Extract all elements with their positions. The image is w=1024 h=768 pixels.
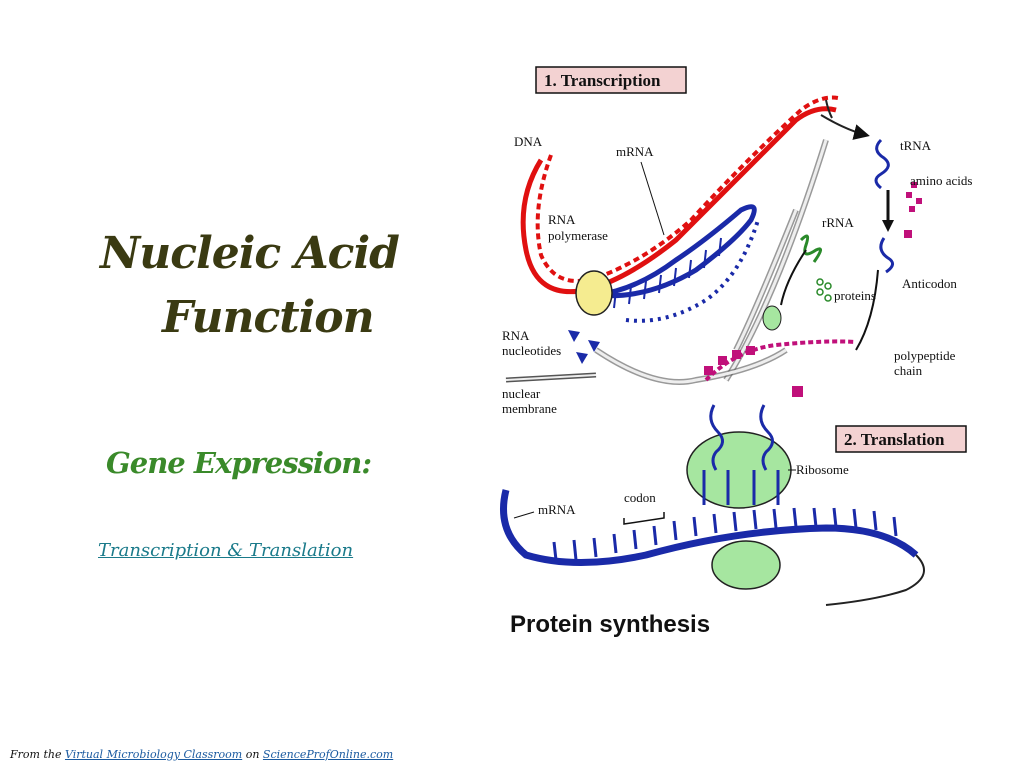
label-mrna-bottom: mRNA xyxy=(538,502,576,517)
footer-link-site[interactable]: ScienceProfOnline.com xyxy=(262,748,394,761)
rna-polymerase xyxy=(575,270,613,316)
label-rrna: rRNA xyxy=(822,215,854,230)
title-line-2: Function xyxy=(162,292,375,343)
label-mrna-top: mRNA xyxy=(616,144,654,159)
diagram-caption: Protein synthesis xyxy=(510,611,710,638)
dna-strand-a xyxy=(520,106,837,295)
transcription-box xyxy=(535,66,687,94)
label-trna: tRNA xyxy=(900,138,932,153)
label-nuclear-membrane-1: nuclear xyxy=(502,386,541,401)
label-codon: codon xyxy=(624,490,656,505)
label-anticodon: Anticodon xyxy=(902,276,957,291)
footer-link-classroom[interactable]: Virtual Microbiology Classroom xyxy=(64,748,243,761)
label-chain: chain xyxy=(894,363,923,378)
label-ribosome: Ribosome xyxy=(796,462,849,477)
protein-synthesis-diagram: 1. Transcription xyxy=(496,50,974,650)
trna-molecule xyxy=(874,138,890,190)
slide-subtitle: Gene Expression: xyxy=(106,446,372,480)
slide-title: Nucleic Acid Function xyxy=(100,222,430,350)
transcription-translation-link[interactable]: Transcription & Translation xyxy=(98,540,354,561)
label-rna-nucleotides-2: nucleotides xyxy=(502,343,561,358)
dna-strand-b xyxy=(535,95,839,284)
mrna-translated xyxy=(500,489,919,566)
footer-middle: on xyxy=(245,748,260,761)
label-dna: DNA xyxy=(514,134,543,149)
label-rna-polymerase-2: polymerase xyxy=(548,228,608,243)
translation-box xyxy=(835,425,967,453)
polypeptide-chain xyxy=(704,339,857,382)
footer-credit: From the Virtual Microbiology Classroom … xyxy=(10,748,393,761)
label-rna-polymerase-1: RNA xyxy=(548,212,576,227)
title-line-1: Nucleic Acid xyxy=(100,228,400,279)
rrna-molecule xyxy=(799,234,822,263)
label-rna-nucleotides-1: RNA xyxy=(502,328,530,343)
label-nuclear-membrane-2: membrane xyxy=(502,401,557,416)
transcription-box-label: 1. Transcription xyxy=(544,71,661,90)
label-proteins: proteins xyxy=(834,288,876,303)
label-polypeptide: polypeptide xyxy=(894,348,956,363)
translation-box-label: 2. Translation xyxy=(844,430,945,449)
label-amino-acids: amino acids xyxy=(910,173,972,188)
footer-prefix: From the xyxy=(10,748,62,761)
